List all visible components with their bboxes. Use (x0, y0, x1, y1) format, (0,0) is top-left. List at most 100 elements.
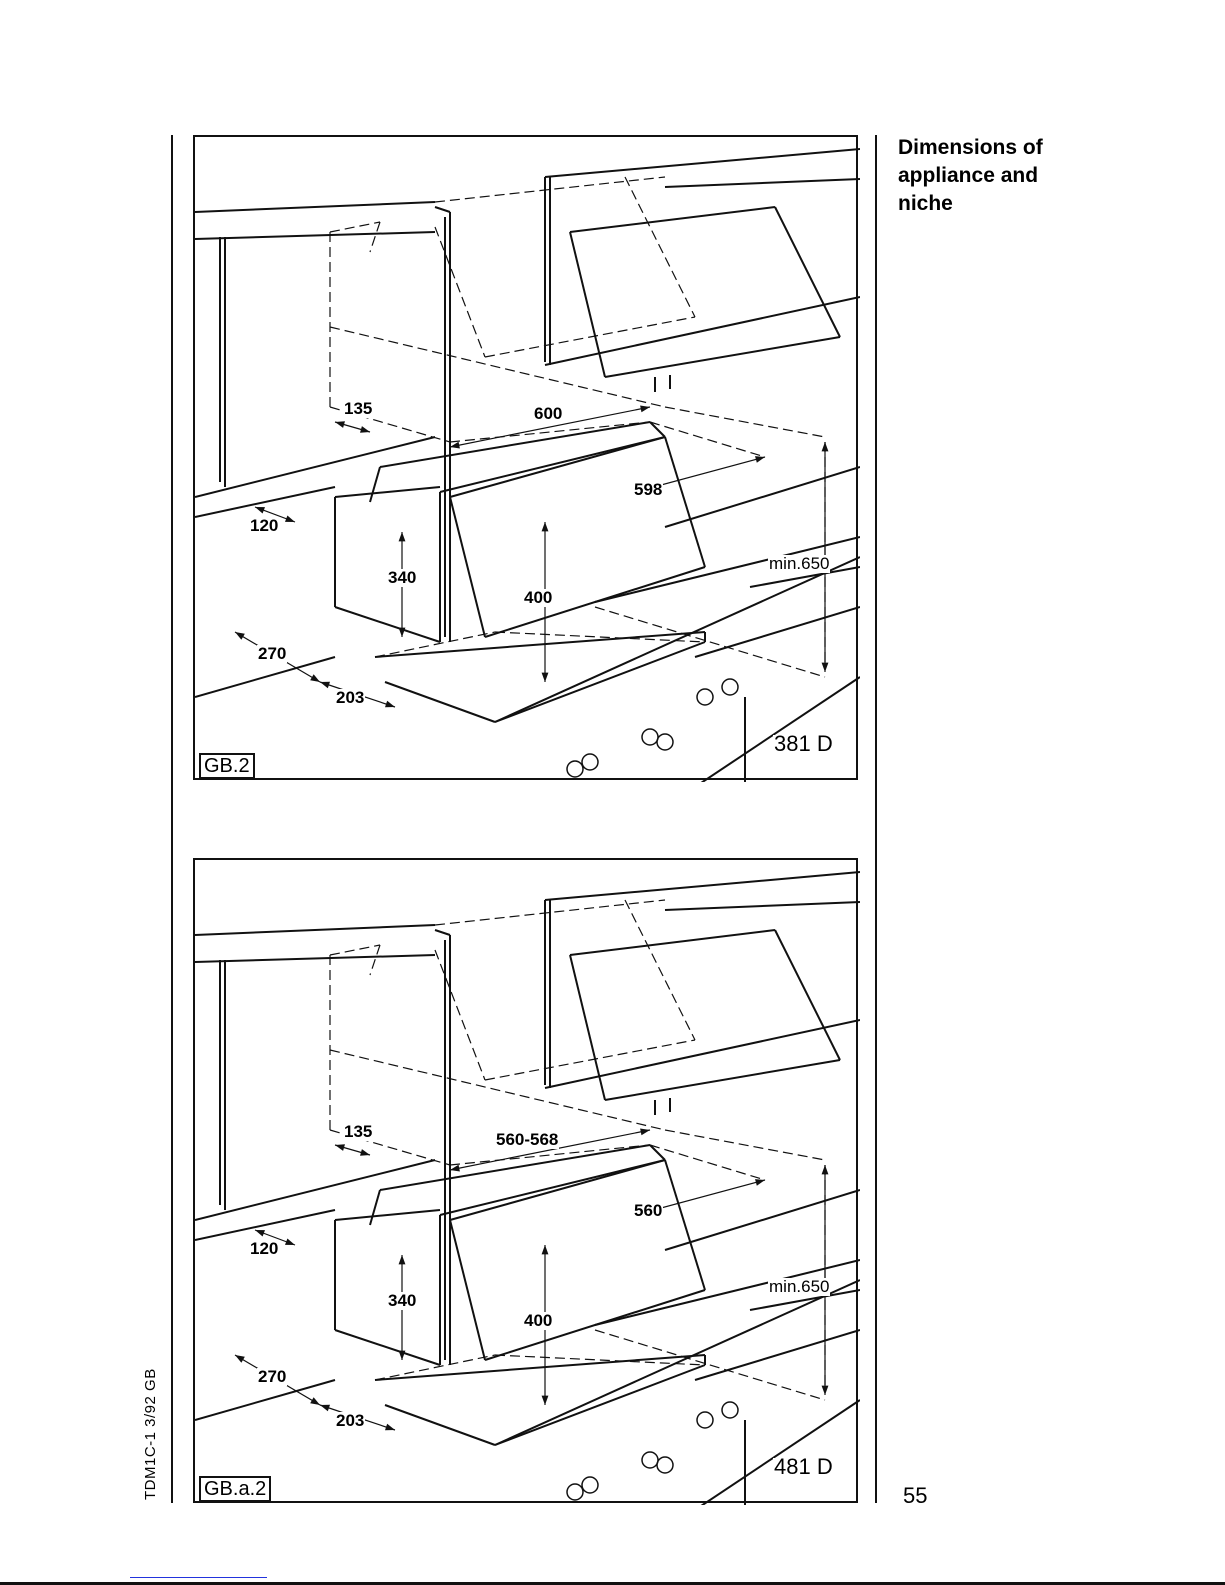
dashed-outline (374, 631, 496, 658)
drawing-line (569, 929, 776, 956)
dashed-outline (329, 944, 381, 956)
arrowhead-icon (310, 1397, 320, 1405)
page-number: 55 (903, 1483, 928, 1508)
drawing-line (694, 1329, 860, 1381)
dim-min-650: min.650 (768, 554, 831, 573)
drawing-line (649, 421, 666, 438)
figure-381d-dimensions: 135 600 598 120 340 400 min.650 270 203 … (193, 135, 860, 782)
arrowhead-icon (755, 456, 765, 463)
drawing-line (195, 231, 436, 240)
model-label: 381 D (773, 731, 834, 756)
dashed-outline (649, 1144, 766, 1181)
dashed-outline (374, 1354, 496, 1381)
dashed-outline (329, 221, 381, 233)
drawing-line (434, 206, 451, 213)
arrowhead-icon (541, 672, 549, 682)
dashed-outline (449, 421, 651, 443)
hob-knob-icon (656, 733, 674, 751)
figure-481d-dimensions: 135 560-568 560 120 340 400 min.650 270 … (193, 858, 860, 1505)
dashed-outline (329, 326, 666, 408)
arrowhead-icon (541, 522, 549, 532)
drawing-line (439, 436, 666, 493)
drawing-line (195, 1159, 436, 1221)
drawing-line (774, 929, 841, 1061)
drawing-line (700, 676, 860, 782)
drawing-line (604, 1059, 841, 1101)
arrowhead-icon (541, 1395, 549, 1405)
hob-knob-icon (581, 1476, 599, 1494)
dashed-outline (624, 176, 696, 318)
drawing-line (195, 201, 436, 213)
drawing-line (195, 436, 436, 498)
dashed-outline (494, 631, 706, 643)
dim-340: 340 (387, 568, 418, 587)
arrowhead-icon (398, 1255, 406, 1265)
hob-knob-icon (641, 728, 659, 746)
arrowhead-icon (285, 515, 295, 522)
drawing-line (544, 148, 860, 178)
page-bottom-rule (0, 1582, 1225, 1585)
drawing-line (664, 901, 860, 911)
arrowhead-icon (450, 1164, 460, 1172)
hob-knob-icon (696, 688, 714, 706)
arrowhead-icon (821, 1385, 829, 1395)
drawing-line (594, 536, 860, 603)
drawing-line (334, 1329, 441, 1366)
arrowhead-icon (821, 442, 829, 452)
drawing-line (379, 421, 651, 468)
drawing-line (384, 1404, 496, 1446)
dashed-outline (664, 1129, 826, 1161)
drawing-line (195, 1209, 336, 1241)
drawing-line (664, 1189, 860, 1251)
installation-drawing (195, 871, 860, 1505)
dashed-outline (449, 1144, 651, 1166)
arrowhead-icon (398, 1350, 406, 1360)
figure-id: GB.2 (199, 753, 255, 779)
right-column-rule (875, 135, 877, 1503)
figure-id: GB.a.2 (199, 1476, 272, 1502)
arrowhead-icon (360, 426, 370, 433)
arrowhead-icon (398, 532, 406, 542)
link-underline[interactable] (130, 1577, 267, 1578)
drawing-line (439, 1159, 666, 1216)
drawing-line (195, 486, 336, 518)
left-margin-rule (171, 135, 173, 1503)
drawing-line (649, 1144, 666, 1161)
drawing-line (195, 924, 436, 936)
arrowhead-icon (385, 700, 395, 708)
arrowhead-icon (255, 507, 265, 514)
dim-340: 340 (387, 1291, 418, 1310)
arrowhead-icon (450, 441, 460, 449)
dim-min-650: min.650 (768, 1277, 831, 1296)
drawing-line (434, 929, 451, 936)
drawing-line (700, 1399, 860, 1505)
dim-203: 203 (335, 688, 366, 707)
arrowhead-icon (541, 1245, 549, 1255)
drawing-line (374, 631, 706, 658)
drawing-line (494, 641, 706, 723)
hob-knob-icon (581, 753, 599, 771)
drawing-line (664, 178, 860, 188)
arrowhead-icon (640, 405, 650, 413)
arrowhead-icon (285, 1238, 295, 1245)
dim-270: 270 (257, 1367, 288, 1386)
dim-width-top: 600 (533, 404, 564, 423)
hob-knob-icon (721, 678, 739, 696)
arrowhead-icon (821, 662, 829, 672)
dim-width-top: 560-568 (495, 1130, 560, 1149)
drawing-line (369, 466, 381, 503)
drawing-line (569, 206, 776, 233)
drawing-line (594, 1259, 860, 1326)
drawing-line (544, 871, 860, 901)
drawing-line (569, 231, 606, 378)
dashed-outline (594, 1329, 826, 1401)
drawing-line (449, 1159, 666, 1221)
dashed-outline (434, 899, 666, 926)
arrowhead-icon (398, 627, 406, 637)
dashed-outline (434, 176, 666, 203)
drawing-line (374, 1354, 706, 1381)
dashed-outline (649, 421, 766, 458)
drawing-line (544, 1019, 860, 1089)
drawing-line (749, 566, 860, 588)
arrowhead-icon (360, 1149, 370, 1156)
